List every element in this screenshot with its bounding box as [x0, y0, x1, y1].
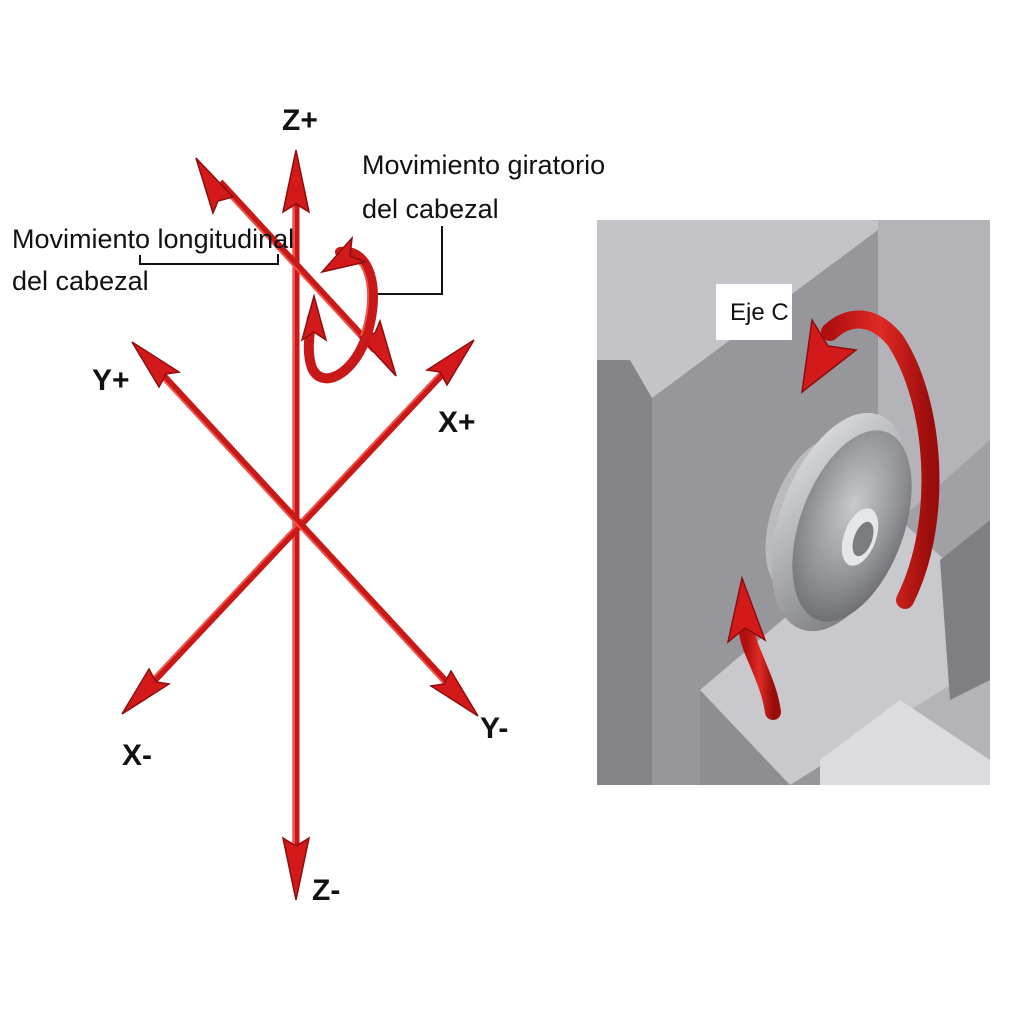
y-minus-label: Y-	[480, 712, 508, 745]
longitudinal-arrow-rod	[217, 179, 378, 353]
y-minus-arrowhead	[428, 669, 479, 717]
z-plus-arrowhead	[281, 149, 311, 214]
y-plus-label: Y+	[92, 364, 130, 397]
c-axis-label: Eje C	[730, 299, 789, 326]
x-minus-arrowhead	[121, 667, 172, 715]
longitudinal-arrow-highlight	[217, 183, 374, 353]
c-axis-label-box	[716, 284, 792, 340]
disc-hole-inner	[852, 521, 874, 557]
z-minus-arrowhead	[281, 836, 311, 901]
c-axis-arrowhead-small	[726, 575, 767, 644]
longitudinal-arrowhead-up	[195, 157, 235, 216]
z-plus-label: Z+	[282, 104, 318, 137]
rotary-callout-line	[378, 226, 443, 295]
rotary-arrowhead-bottom	[300, 293, 328, 342]
x-minus-label: X-	[122, 739, 152, 772]
bottom-block	[820, 700, 990, 785]
bevel-face	[597, 360, 652, 785]
longitudinal-note-line2: del cabezal	[12, 266, 149, 296]
c-axis-rotation-arrow-small	[738, 614, 781, 720]
c-axis-illustration: Eje C	[597, 220, 990, 785]
y-axis-highlight	[155, 371, 449, 689]
longitudinal-note-line1: Movimiento longitudinal	[12, 224, 294, 254]
longitudinal-callout-line	[139, 254, 279, 265]
lower-slide-side	[700, 690, 790, 785]
c-axis-arrowhead-main	[801, 317, 858, 394]
right-rail-dark	[940, 520, 990, 700]
x-plus-label: X+	[438, 406, 476, 439]
c-axis-rotation-arrow-main	[821, 310, 940, 609]
y-axis-rod	[155, 367, 453, 689]
rotary-note-line2: del cabezal	[362, 194, 499, 224]
rotary-note-line1: Movimiento giratorio	[362, 150, 605, 180]
z-minus-label: Z-	[312, 874, 340, 907]
y-plus-arrowhead	[131, 341, 182, 389]
x-plus-arrowhead	[424, 339, 475, 387]
axis-system: Z+ Z- X+ X- Y+ Y- Movimiento longitudina…	[12, 104, 605, 907]
rotary-arrowhead-top	[319, 235, 368, 274]
rotary-arrow-curve	[303, 246, 378, 384]
